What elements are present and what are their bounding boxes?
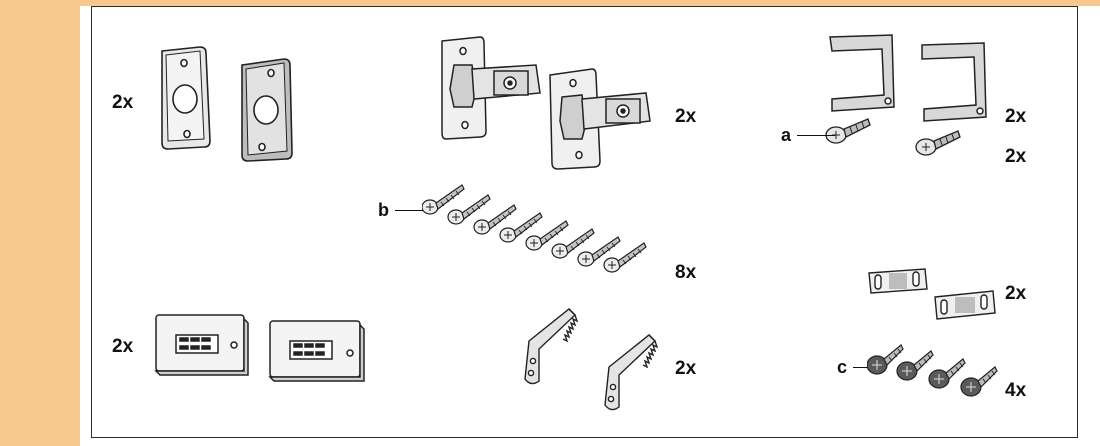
hinge-latches-qty: 2x [675, 106, 697, 127]
wood-screws-illustration [422, 184, 647, 273]
screw-label-a: a [781, 125, 792, 145]
magnet-plates-qty: 2x [1005, 283, 1027, 304]
saw-brackets-qty: 2x [675, 358, 697, 379]
top-strip [80, 0, 1100, 6]
wood-screws-qty: 8x [675, 262, 697, 283]
u-brackets-illustration [825, 34, 987, 156]
screw-c-leader [853, 367, 869, 369]
parts-panel: 2x [91, 6, 1078, 438]
latch-housings-qty: 2x [112, 336, 134, 357]
striker-plates-illustration [161, 46, 293, 162]
screw-b-leader [395, 210, 425, 212]
dark-screws-qty: 4x [1005, 380, 1027, 401]
side-band [0, 0, 80, 446]
u-brackets-qty: 2x [1005, 106, 1027, 127]
saw-brackets-illustration [524, 308, 659, 411]
latch-housings-illustration [154, 314, 365, 382]
u-bracket-screws-qty: 2x [1005, 146, 1027, 167]
screw-a-leader [797, 135, 835, 137]
magnet-plates-illustration [868, 268, 996, 320]
screw-label-c: c [837, 357, 848, 377]
dark-screws-illustration [867, 344, 998, 397]
striker-plates-qty: 2x [112, 92, 134, 113]
screw-label-b: b [378, 200, 389, 220]
hinge-latches-illustration [441, 36, 651, 170]
